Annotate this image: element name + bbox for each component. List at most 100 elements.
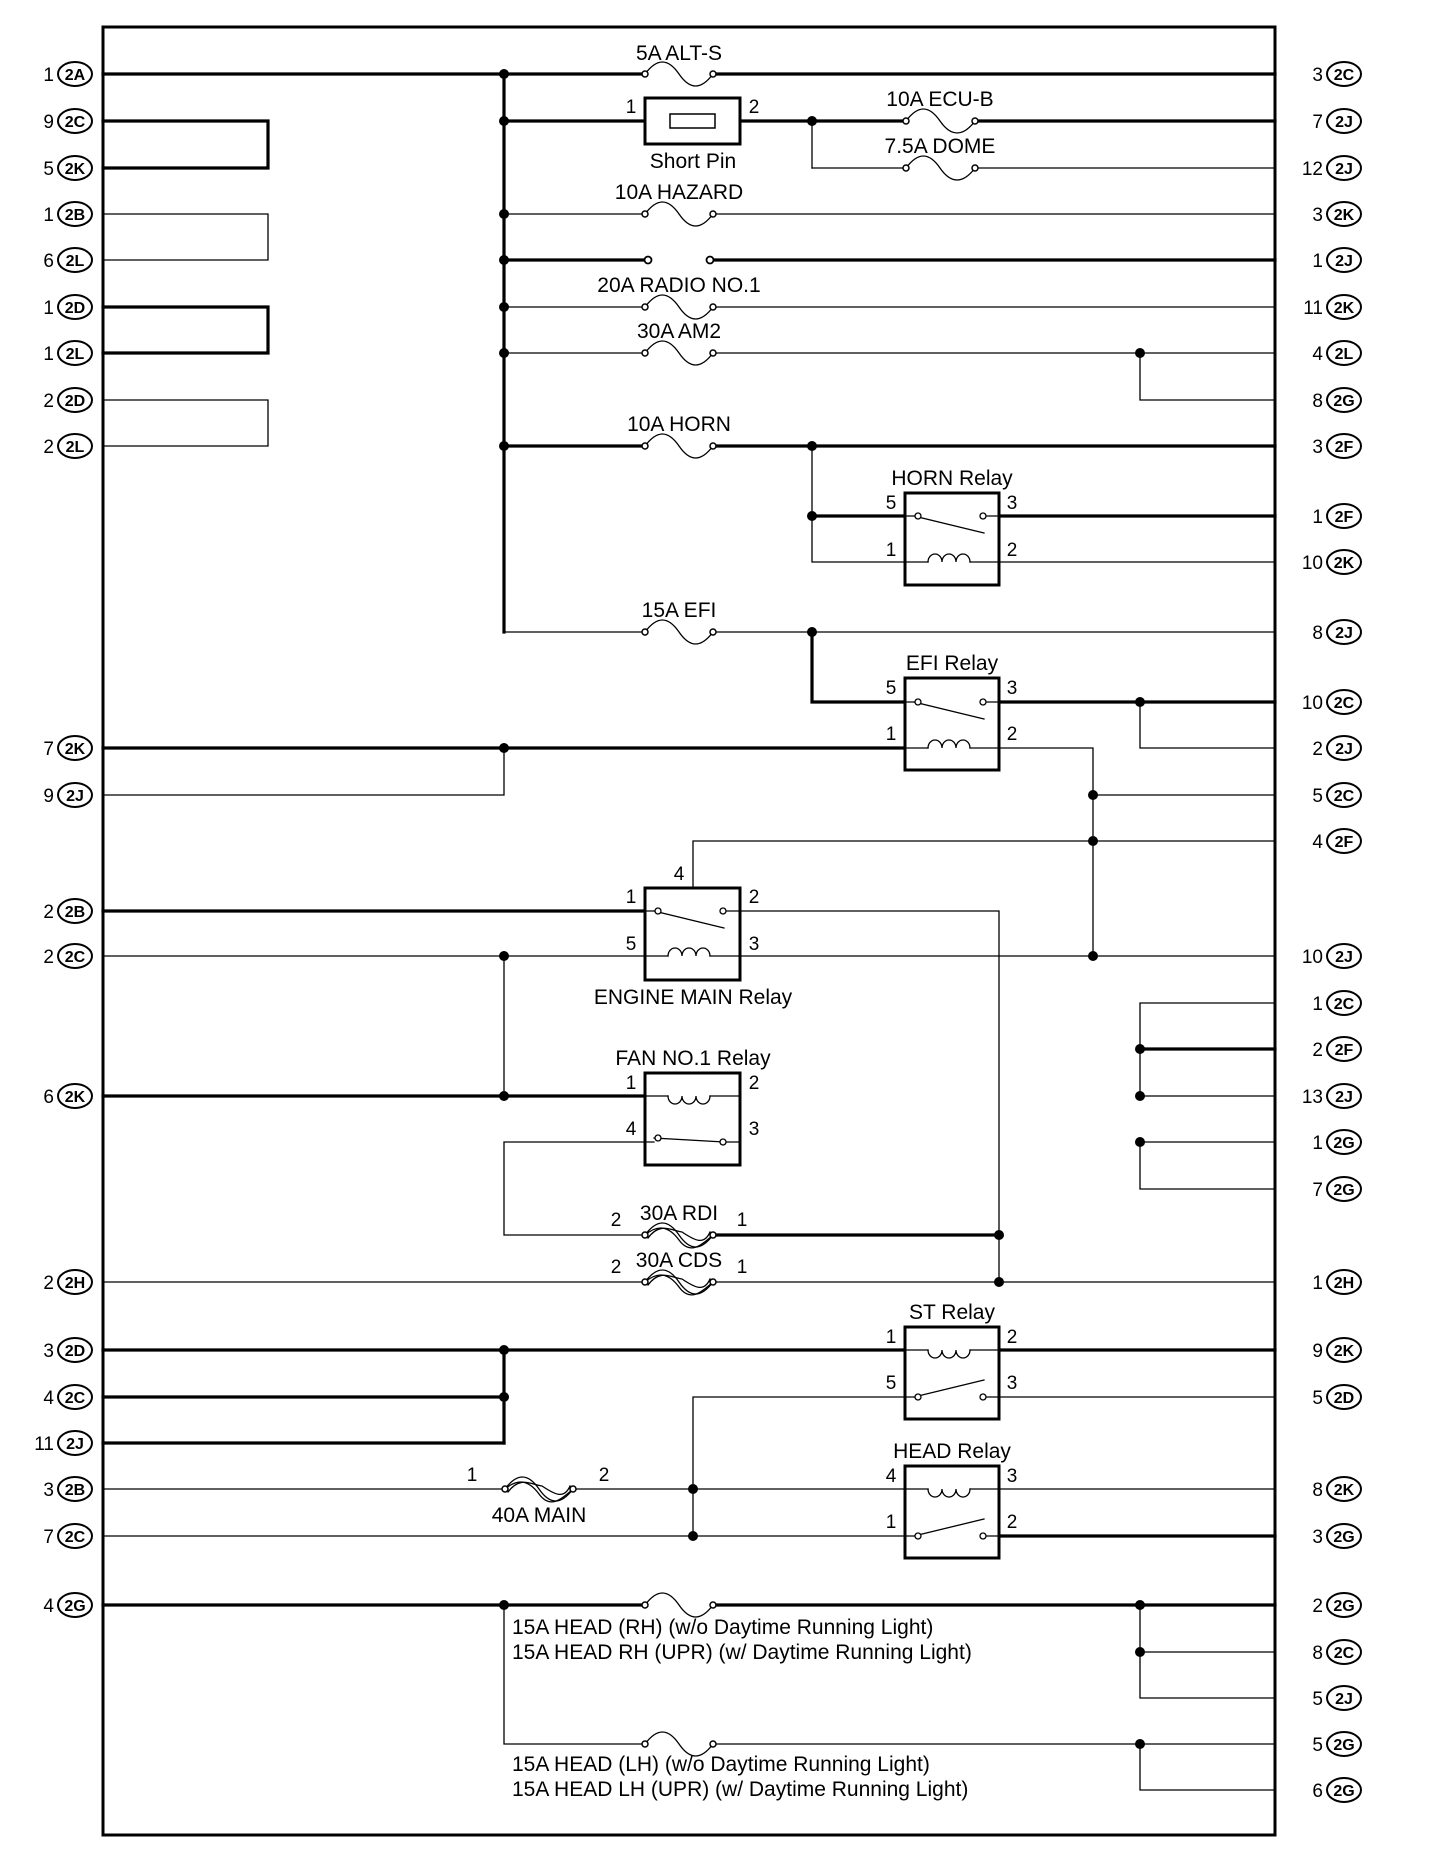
connector-bubble — [1326, 1337, 1362, 1363]
connector-left-4-2c: 2C4 — [43, 1384, 93, 1410]
connector-bubble — [57, 433, 93, 459]
connector-pin: 5 — [1312, 786, 1323, 807]
connector-bubble — [1326, 1129, 1362, 1155]
relay-label: ENGINE MAIN Relay — [594, 986, 793, 1009]
connector-pin: 8 — [1312, 391, 1323, 412]
connector-bubble — [1326, 1269, 1362, 1295]
connector-right-5-2g: 2G5 — [1312, 1731, 1362, 1757]
connector-left-2-2c: 2C2 — [43, 943, 93, 969]
fuse-label: 30A RDI — [640, 1202, 718, 1225]
pin-number: 5 — [626, 934, 637, 955]
connector-left-2-2l: 2L2 — [43, 433, 93, 459]
fuse-label: 20A RADIO NO.1 — [597, 274, 760, 297]
connector-right-7-2j: 2J7 — [1312, 108, 1362, 134]
pin-number: 4 — [674, 864, 685, 885]
connector-bubble — [57, 1337, 93, 1363]
pin-number: 2 — [599, 1465, 610, 1486]
connector-bubble — [1326, 201, 1362, 227]
pin-number: 5 — [886, 678, 897, 699]
connector-left-2-2h: 2H2 — [43, 1269, 93, 1295]
connector-bubble — [1326, 1777, 1362, 1803]
fuse-hazard: 10A HAZARD — [615, 181, 743, 227]
horn-relay: HORN Relay 5 3 1 2 — [886, 467, 1018, 587]
connector-code: 2K — [65, 161, 86, 178]
pin-number: 1 — [626, 1073, 637, 1094]
connector-code: 2F — [1335, 1042, 1354, 1059]
connector-bubble — [57, 108, 93, 134]
connector-right-6-2g: 2G6 — [1312, 1777, 1362, 1803]
connector-bubble — [1326, 1176, 1362, 1202]
connector-pin: 2 — [1312, 1040, 1323, 1061]
connector-bubble — [57, 247, 93, 273]
connector-pin: 2 — [43, 437, 54, 458]
connector-bubble — [57, 1430, 93, 1456]
pin-number: 1 — [626, 97, 637, 118]
connector-right-5-2j: 2J5 — [1312, 1685, 1362, 1711]
connector-code: 2J — [1335, 253, 1353, 270]
pin-number: 5 — [886, 493, 897, 514]
connector-bubble — [57, 201, 93, 227]
connector-left-9-2j: 2J9 — [43, 782, 93, 808]
connector-bubble — [57, 340, 93, 366]
pin-number: 2 — [1007, 540, 1018, 561]
pin-number: 1 — [737, 1257, 748, 1278]
fuse-label: 30A AM2 — [637, 320, 721, 343]
connector-pin: 3 — [43, 1480, 54, 1501]
connector-pin: 4 — [1312, 832, 1323, 853]
connector-pin: 5 — [1312, 1689, 1323, 1710]
connector-left-2-2d: 2D2 — [43, 387, 93, 413]
connector-right-5-2c: 2C5 — [1312, 782, 1362, 808]
connector-code: 2K — [65, 1089, 86, 1106]
connector-pin: 10 — [1302, 553, 1323, 574]
pin-number: 1 — [737, 1210, 748, 1231]
efi-relay: EFI Relay 5 3 1 2 — [886, 652, 1017, 772]
connector-pin: 1 — [1312, 1273, 1323, 1294]
connector-code: 2C — [1334, 1645, 1355, 1662]
connector-bubble — [1326, 1523, 1362, 1549]
connector-pin: 2 — [43, 947, 54, 968]
connector-pin: 10 — [1302, 947, 1323, 968]
connector-pin: 1 — [43, 298, 54, 319]
connector-code: 2C — [1334, 695, 1355, 712]
fuse-head-rh: 15A HEAD (RH) (w/o Daytime Running Light… — [512, 1592, 972, 1664]
connector-right-1-2g: 2G1 — [1312, 1129, 1362, 1155]
connector-bubble — [1326, 943, 1362, 969]
connector-pin: 8 — [1312, 623, 1323, 644]
connector-code: 2G — [1333, 1135, 1354, 1152]
connector-pin: 1 — [1312, 251, 1323, 272]
connector-pin: 11 — [34, 1434, 54, 1455]
connector-pin: 2 — [43, 902, 54, 923]
connector-code: 2H — [1334, 1275, 1354, 1292]
connector-pin: 5 — [1312, 1388, 1323, 1409]
connector-right-4-2l: 2L4 — [1312, 340, 1362, 366]
connector-code: 2F — [1335, 509, 1354, 526]
connector-code: 2L — [66, 253, 85, 270]
fuse-dome: 7.5A DOME — [885, 135, 995, 181]
connector-pin: 5 — [1312, 1735, 1323, 1756]
connector-right-1-2h: 2H 1 — [1312, 1269, 1362, 1295]
engine-main-relay: ENGINE MAIN Relay 4 1 2 5 3 — [594, 864, 793, 1009]
fuse-label: 15A HEAD (RH) (w/o Daytime Running Light… — [512, 1616, 933, 1639]
connector-pin: 4 — [1312, 344, 1323, 365]
connector-left-4-2g: 2G4 — [43, 1592, 93, 1618]
connector-bubble — [1326, 689, 1362, 715]
connector-code: 2K — [1334, 300, 1355, 317]
connector-right-3-2c: 2C3 — [1312, 61, 1362, 87]
connector-code: 2C — [1334, 67, 1355, 84]
connector-bubble — [1326, 155, 1362, 181]
connector-code: 2F — [1335, 834, 1354, 851]
fusible-link-cds: 30A CDS 2 1 — [611, 1249, 748, 1296]
connector-pin: 3 — [1312, 1527, 1323, 1548]
connector-bubble — [57, 1269, 93, 1295]
connector-right-3-2g: 2G 3 — [1312, 1523, 1362, 1549]
connector-pin: 1 — [43, 65, 54, 86]
connector-right-3-2k: 2K3 — [1312, 201, 1362, 227]
connector-code: 2D — [65, 1343, 85, 1360]
connector-code: 2G — [1333, 1529, 1354, 1546]
connector-code: 2J — [1335, 1089, 1353, 1106]
connector-bubble — [1326, 61, 1362, 87]
